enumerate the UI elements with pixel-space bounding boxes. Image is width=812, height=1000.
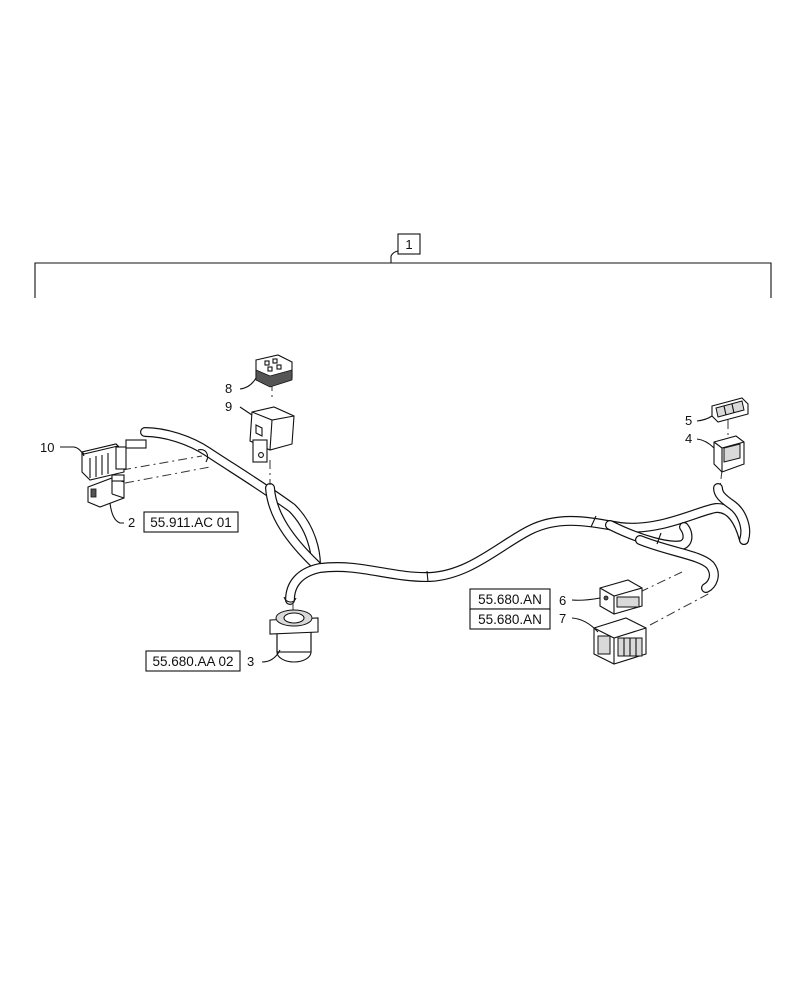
callout-6: 6	[559, 593, 566, 608]
assembly-bracket	[34, 250, 772, 298]
leader-lines	[60, 377, 715, 663]
connector-part-4	[713, 435, 745, 473]
callout-7: 7	[559, 611, 566, 626]
callout-10: 10	[40, 440, 54, 455]
callout-9: 9	[225, 399, 232, 414]
connector-part-9	[249, 406, 295, 463]
ref-text-7: 55.680.AN	[478, 612, 542, 627]
callout-5: 5	[685, 413, 692, 428]
assembly-callout: 1	[397, 233, 421, 255]
callout-3: 3	[247, 654, 254, 669]
ref-text-3: 55.680.AA 02	[152, 654, 233, 669]
assembly-item-number: 1	[405, 237, 412, 252]
connector-part-2	[87, 474, 125, 508]
ref-box-2[interactable]: 55.911.AC 01	[143, 511, 239, 533]
connection-lines	[121, 382, 729, 626]
connector-part-7	[593, 617, 647, 665]
callout-4: 4	[685, 431, 692, 446]
ref-box-3[interactable]: 55.680.AA 02	[145, 650, 241, 672]
connector-part-3	[269, 609, 319, 663]
connector-part-10	[80, 439, 147, 481]
ref-box-7[interactable]: 55.680.AN	[469, 608, 551, 630]
connector-part-6	[599, 579, 643, 615]
connector-part-5	[711, 397, 749, 423]
callout-2: 2	[128, 515, 135, 530]
ref-box-6[interactable]: 55.680.AN	[469, 588, 551, 610]
callout-8: 8	[225, 381, 232, 396]
ref-text-2: 55.911.AC 01	[150, 515, 232, 530]
harness-wire	[140, 427, 751, 605]
connector-part-8	[255, 354, 293, 388]
ref-text-6: 55.680.AN	[478, 592, 542, 607]
